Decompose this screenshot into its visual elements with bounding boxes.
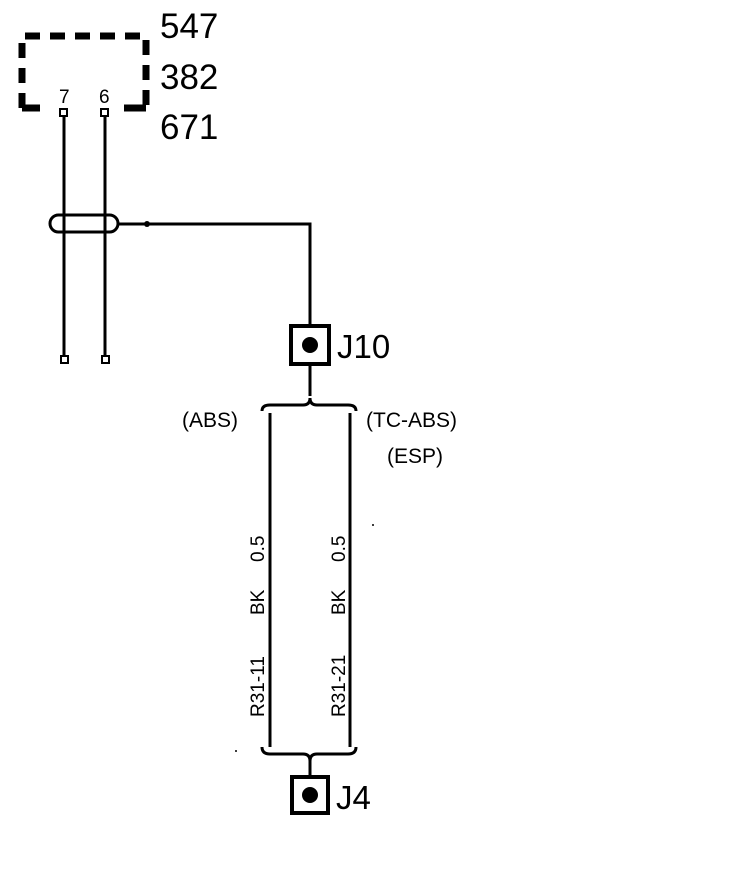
connector-j4-label: J4 (336, 779, 371, 816)
variant-right-label-1: (TC-ABS) (366, 409, 457, 432)
wire-1-color: BK (248, 589, 269, 615)
pin-terminal-7 (59, 108, 68, 117)
variant-right-label-2: (ESP) (387, 445, 443, 468)
connector-j10 (289, 324, 331, 366)
variant-brace-top (260, 397, 358, 412)
terminal-right (101, 355, 110, 364)
scan-speck (235, 750, 237, 752)
component-code-3: 671 (160, 108, 218, 147)
scan-speck (372, 524, 374, 526)
shield-oval (48, 213, 120, 234)
component-code-2: 382 (160, 58, 218, 97)
wire-1-size: 0.5 (248, 536, 269, 562)
wire-2-size: 0.5 (329, 536, 350, 562)
variant-brace-bottom (260, 746, 358, 762)
component-box (18, 32, 150, 112)
pin-label-6: 6 (99, 87, 110, 108)
connector-j10-label: J10 (337, 328, 390, 365)
wire-2-color: BK (329, 589, 350, 615)
shield-drain-wire (118, 222, 312, 326)
pin-terminal-6 (100, 108, 109, 117)
terminal-left (60, 355, 69, 364)
variant-left-label: (ABS) (182, 409, 238, 432)
pin-label-7: 7 (59, 87, 70, 108)
connector-j4 (290, 775, 330, 815)
wire-1-circuit: R31-11 (248, 656, 269, 717)
splice-dot (144, 221, 150, 227)
component-code-1: 547 (160, 7, 218, 46)
wire-2-circuit: R31-21 (329, 655, 350, 717)
